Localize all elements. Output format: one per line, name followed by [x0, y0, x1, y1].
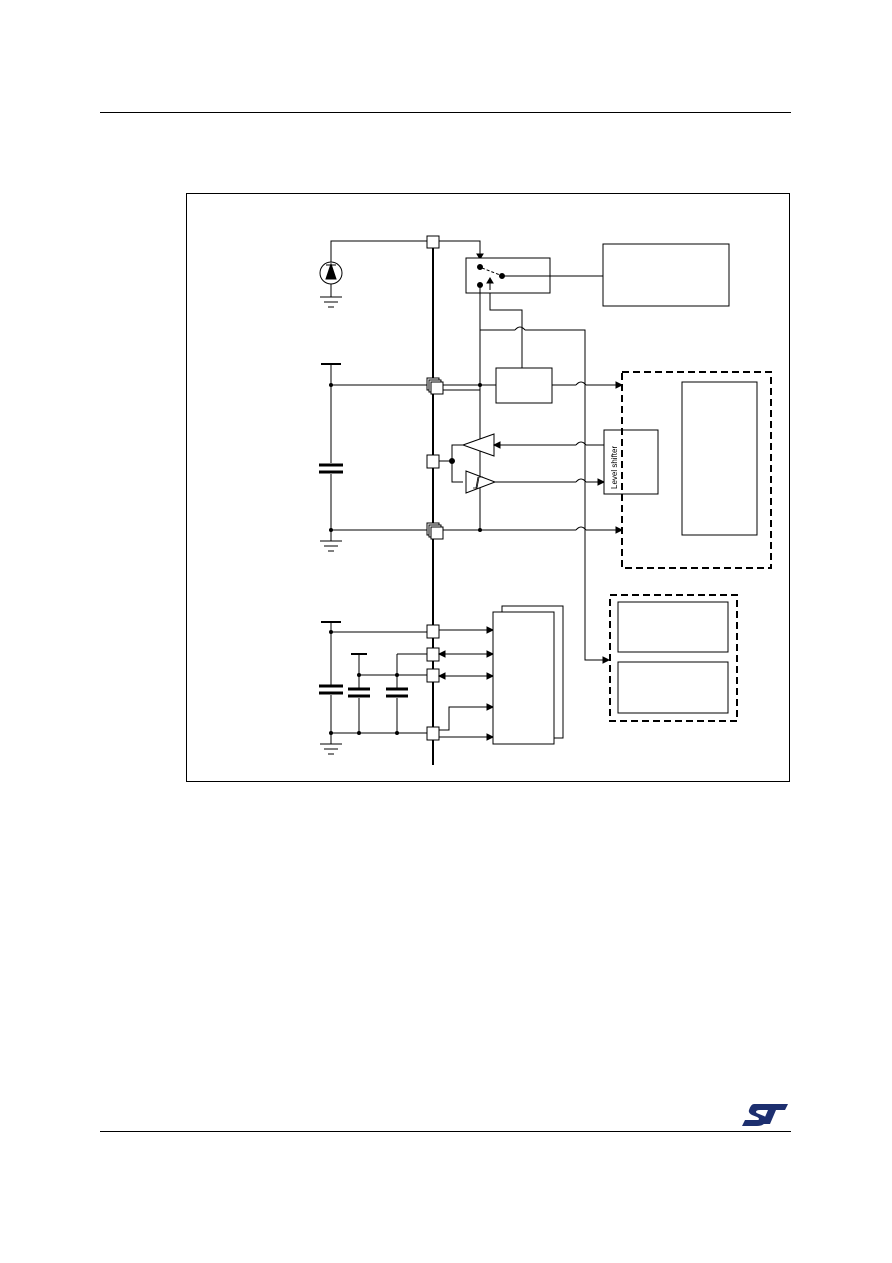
power-switch — [465, 257, 603, 294]
vdd-decoupling — [319, 363, 343, 552]
pad-vdd-stack — [426, 377, 444, 395]
output-buffer — [461, 433, 495, 457]
st-logo-icon — [742, 1104, 788, 1126]
pad-vref-minus — [426, 668, 440, 683]
level-shifter — [603, 429, 659, 495]
schmitt-input-buffer — [465, 470, 497, 494]
backup-domain-block — [602, 243, 730, 307]
analog-blocks — [492, 605, 564, 745]
pad-vbat — [426, 235, 440, 249]
pad-vss-stack — [426, 522, 444, 540]
memory-domain-dashed — [609, 594, 738, 722]
level-shifter-label: Level shifter — [610, 446, 619, 489]
memory-block-bottom — [617, 661, 729, 714]
voltage-regulator — [495, 367, 553, 404]
pad-vssa — [426, 726, 440, 741]
core-logic-block — [681, 381, 758, 536]
core-domain-dashed — [621, 371, 772, 569]
pad-vdda — [426, 624, 440, 639]
battery-source — [319, 240, 427, 308]
pad-vref-plus — [426, 647, 440, 662]
footer-rule — [100, 1131, 791, 1132]
analog-decoupling — [319, 621, 408, 755]
header-rule — [100, 112, 791, 113]
pad-io — [426, 454, 440, 469]
figure-frame — [186, 193, 790, 782]
memory-block-top — [617, 601, 729, 653]
